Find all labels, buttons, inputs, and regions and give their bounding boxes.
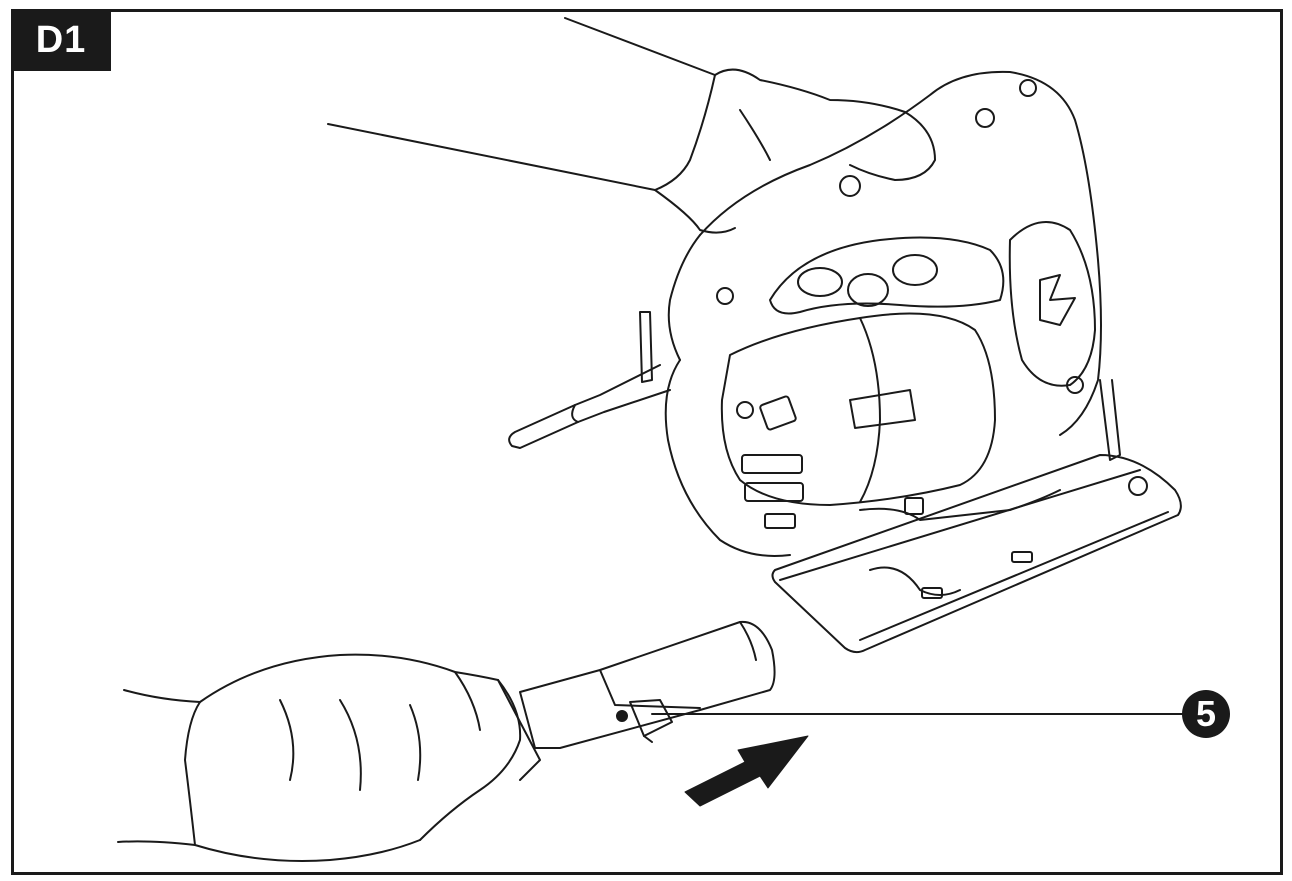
blade-attachment-illustration <box>519 620 776 749</box>
callout-number-5: 5 <box>1182 690 1230 738</box>
step-label: D1 <box>11 9 111 71</box>
upper-hand-illustration <box>327 17 936 234</box>
figure-frame <box>11 9 1283 875</box>
push-direction-arrow-icon <box>684 735 809 807</box>
jigsaw-illustration <box>508 70 1182 654</box>
lower-hand-illustration <box>117 653 541 862</box>
